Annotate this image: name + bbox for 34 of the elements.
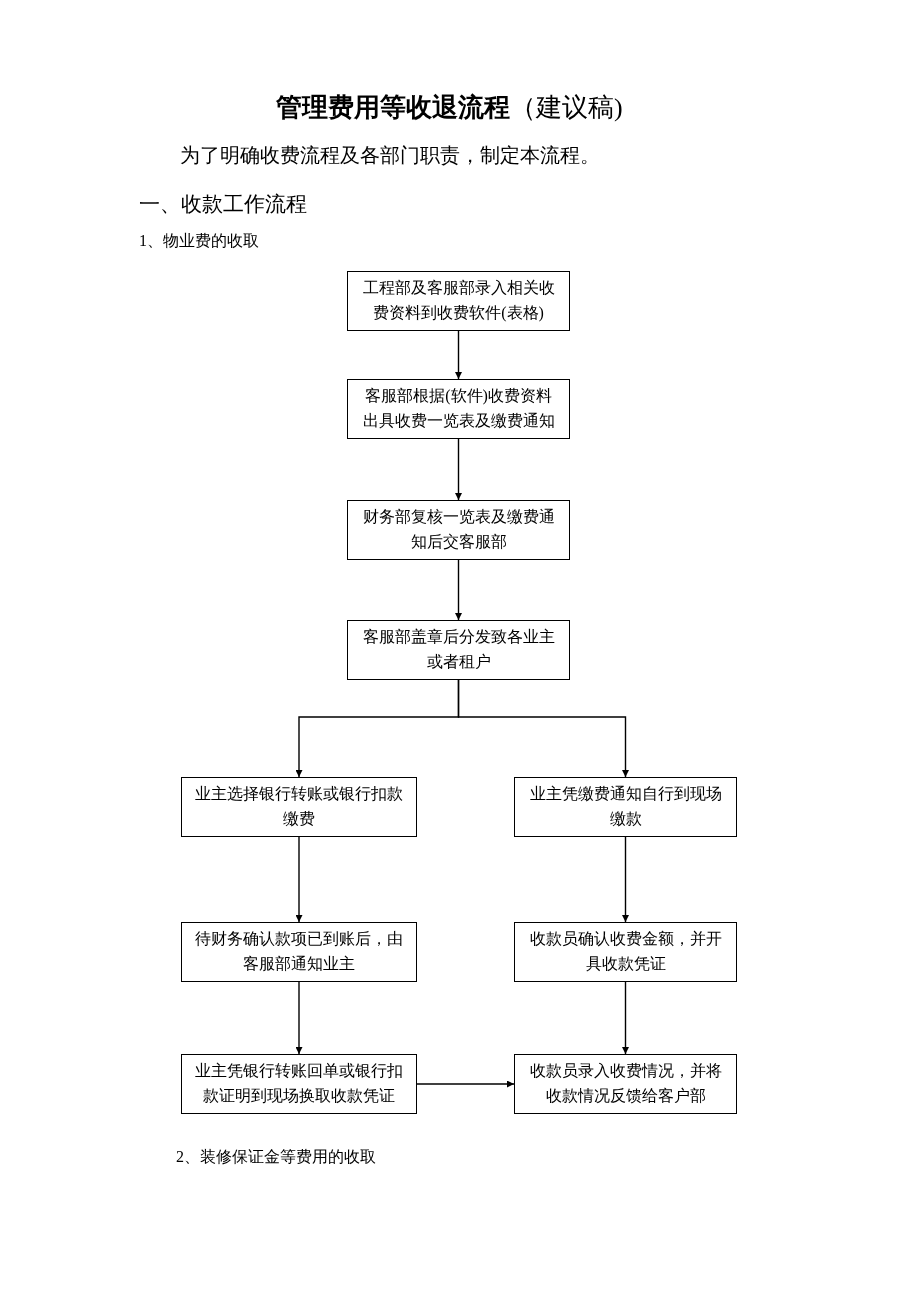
step-text: 收款员确认收费金额，并开具收款凭证: [528, 929, 723, 974]
step-text: 客服部盖章后分发致各业主或者租户: [361, 627, 556, 672]
step-text: 财务部复核一览表及缴费通知后交客服部: [361, 507, 556, 552]
process-box: [514, 1054, 737, 1114]
step-text: 客服部根据(软件)收费资料出具收费一览表及缴费通知: [361, 386, 556, 431]
intro-paragraph: 为了明确收费流程及各部门职责，制定本流程。: [180, 143, 600, 168]
arrow: [455, 559, 462, 621]
process-box: [347, 379, 570, 439]
arrow: [455, 438, 462, 501]
subsection-heading: 2、装修保证金等费用的收取: [176, 1147, 376, 1167]
arrow: [622, 981, 629, 1055]
process-box: [181, 777, 417, 837]
arrow: [622, 836, 629, 923]
process-box: [347, 271, 570, 331]
step-text: 业主选择银行转账或银行扣款缴费: [194, 784, 404, 829]
arrow: [295, 981, 303, 1055]
process-box: [514, 922, 737, 982]
step-text: 收款员录入收费情况，并将收款情况反馈给客户部: [528, 1061, 723, 1106]
process-box: [181, 1054, 417, 1114]
arrow: [295, 836, 303, 923]
section-heading: 一、收款工作流程: [139, 191, 307, 218]
process-box: [347, 500, 570, 560]
arrow: [455, 330, 462, 380]
arrow: [416, 1080, 515, 1088]
process-box: [514, 777, 737, 837]
step-text: 业主凭缴费通知自行到现场缴款: [528, 784, 723, 829]
process-box: [347, 620, 570, 680]
subsection-heading: 1、物业费的收取: [139, 231, 259, 251]
document-title: 管理费用等收退流程（建议稿): [276, 92, 623, 124]
arrow: [457, 679, 629, 778]
process-box: [181, 922, 417, 982]
step-text: 业主凭银行转账回单或银行扣款证明到现场换取收款凭证: [194, 1061, 404, 1106]
step-text: 待财务确认款项已到账后，由客服部通知业主: [194, 929, 404, 974]
step-text: 工程部及客服部录入相关收费资料到收费软件(表格): [361, 278, 556, 324]
